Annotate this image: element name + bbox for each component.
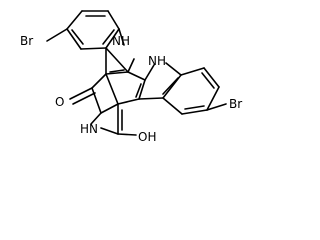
right-pyrrole-ring (138, 62, 182, 100)
atom-label-h-imide: H (80, 122, 89, 136)
central-ring (105, 71, 146, 105)
right-benzene-ring (162, 67, 220, 115)
atom-label-nh-right: NH (148, 54, 166, 68)
atom-label-n-imide: N (89, 122, 98, 136)
atom-label-br-left: Br (20, 34, 33, 48)
molecule-canvas: Br NH NH Br O N H OH (20, 10, 243, 144)
atom-label-nh-left: NH (112, 34, 130, 48)
imide-ring (69, 73, 137, 136)
left-pyrrole-ring (105, 28, 135, 75)
atom-label-br-right: Br (229, 97, 242, 111)
left-benzene-ring (66, 10, 120, 50)
bond-br-right (206, 103, 227, 111)
atom-label-oh: OH (138, 130, 156, 144)
atom-label-o-left: O (55, 95, 64, 109)
structure-drawing: Br NH NH Br O N H OH (20, 10, 242, 144)
bond-br-left (46, 28, 68, 42)
